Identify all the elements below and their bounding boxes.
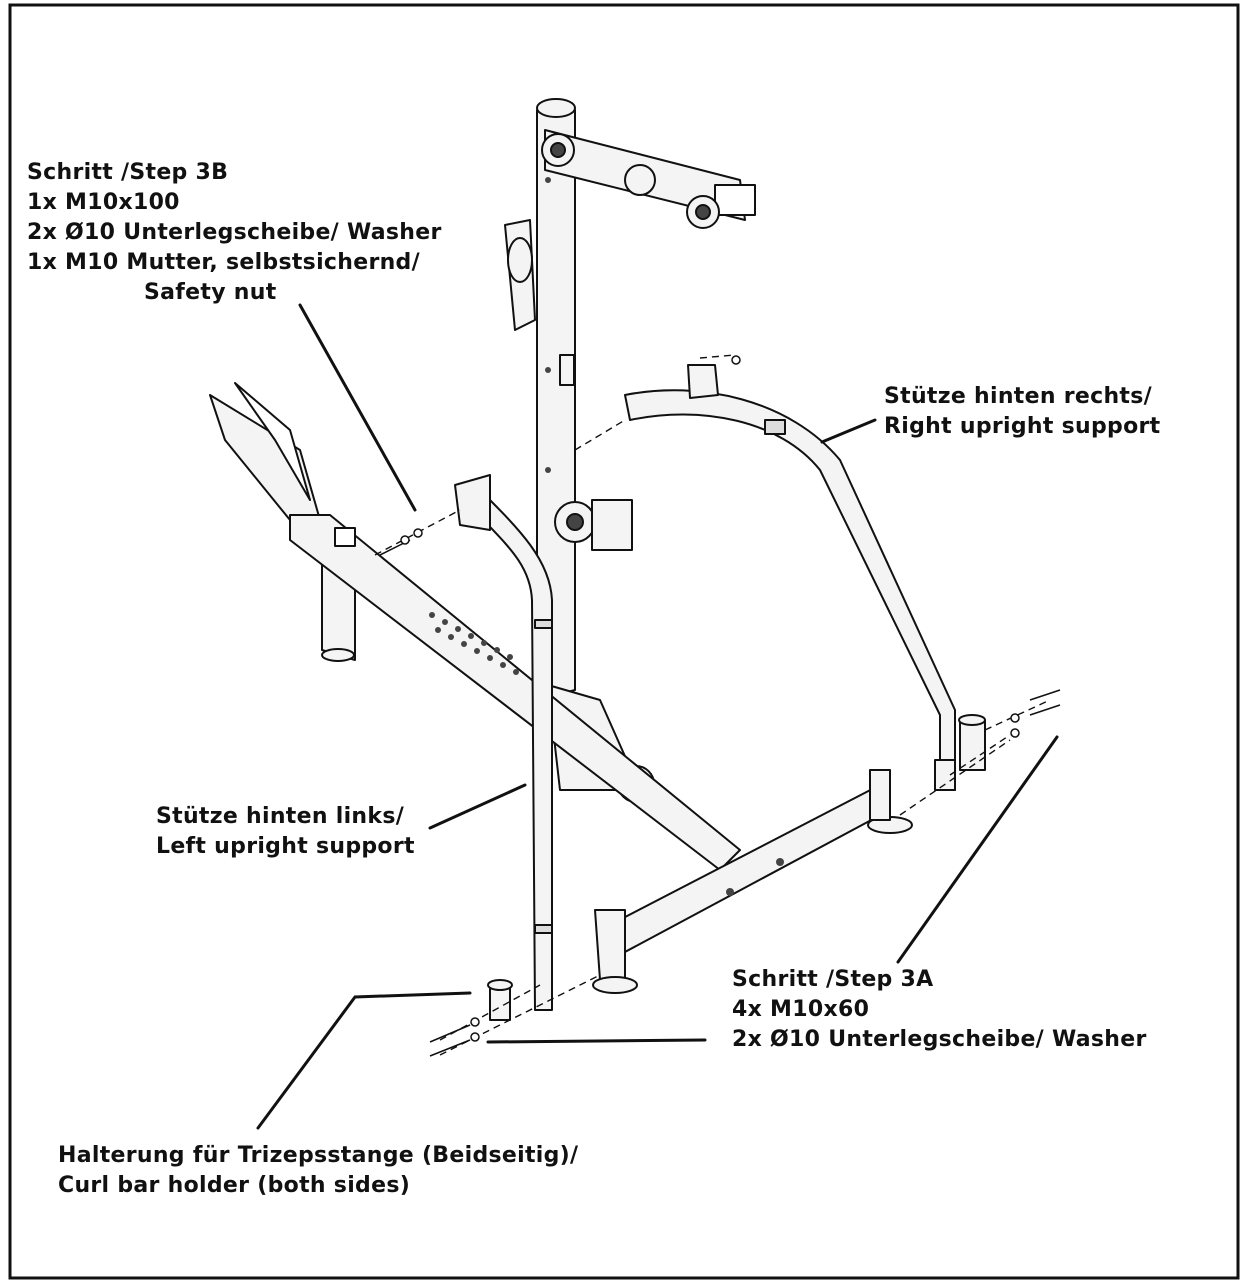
leader-curl-holder [256,991,472,1130]
step3b-nut: 1x M10 Mutter, selbstsichernd/ [27,250,420,275]
leader-step3a [896,735,1059,964]
callout-curl-bar-holder: Halterung für Trizepsstange (Beidseitig)… [58,1141,578,1201]
leader-step3b [298,303,417,512]
right-support-en: Right upright support [884,414,1161,439]
step3b-title: Schritt /Step 3B [27,160,229,185]
left-upright-support [464,489,553,1011]
callout-right-upright-support: Stütze hinten rechts/ Right upright supp… [884,382,1161,442]
callout-step-3b: Schritt /Step 3B 1x M10x100 2x Ø10 Unter… [27,158,442,308]
adjustment-holes [429,177,784,896]
leader-step3a-washer [486,1038,707,1044]
diagram-border [8,3,1240,1280]
step3b-nut-en: Safety nut [144,280,277,305]
step3b-bolt: 1x M10x100 [27,190,180,215]
curl-holder-en: Curl bar holder (both sides) [58,1173,411,1198]
left-support-de: Stütze hinten links/ [156,804,405,829]
leader-lines [256,303,1059,1130]
right-upright-support [624,389,956,791]
leader-left-support [428,783,527,830]
leader-right-support [820,418,877,444]
step3b-washer: 2x Ø10 Unterlegscheibe/ Washer [27,220,442,245]
top-pulley-mid [624,164,656,196]
callout-left-upright-support: Stütze hinten links/ Left upright suppor… [156,802,415,862]
left-support-en: Left upright support [156,834,415,859]
machine-frame-drawing [209,98,986,1021]
curl-holder-de: Halterung für Trizepsstange (Beidseitig)… [58,1143,579,1168]
step3a-washer: 2x Ø10 Unterlegscheibe/ Washer [732,1027,1147,1052]
callout-step-3a: Schritt /Step 3A 4x M10x60 2x Ø10 Unterl… [732,965,1147,1055]
step3a-title: Schritt /Step 3A [732,967,934,992]
right-support-de: Stütze hinten rechts/ [884,384,1152,409]
hardware [379,355,1061,1057]
step3a-bolt: 4x M10x60 [732,997,870,1022]
base-beam [289,514,741,871]
